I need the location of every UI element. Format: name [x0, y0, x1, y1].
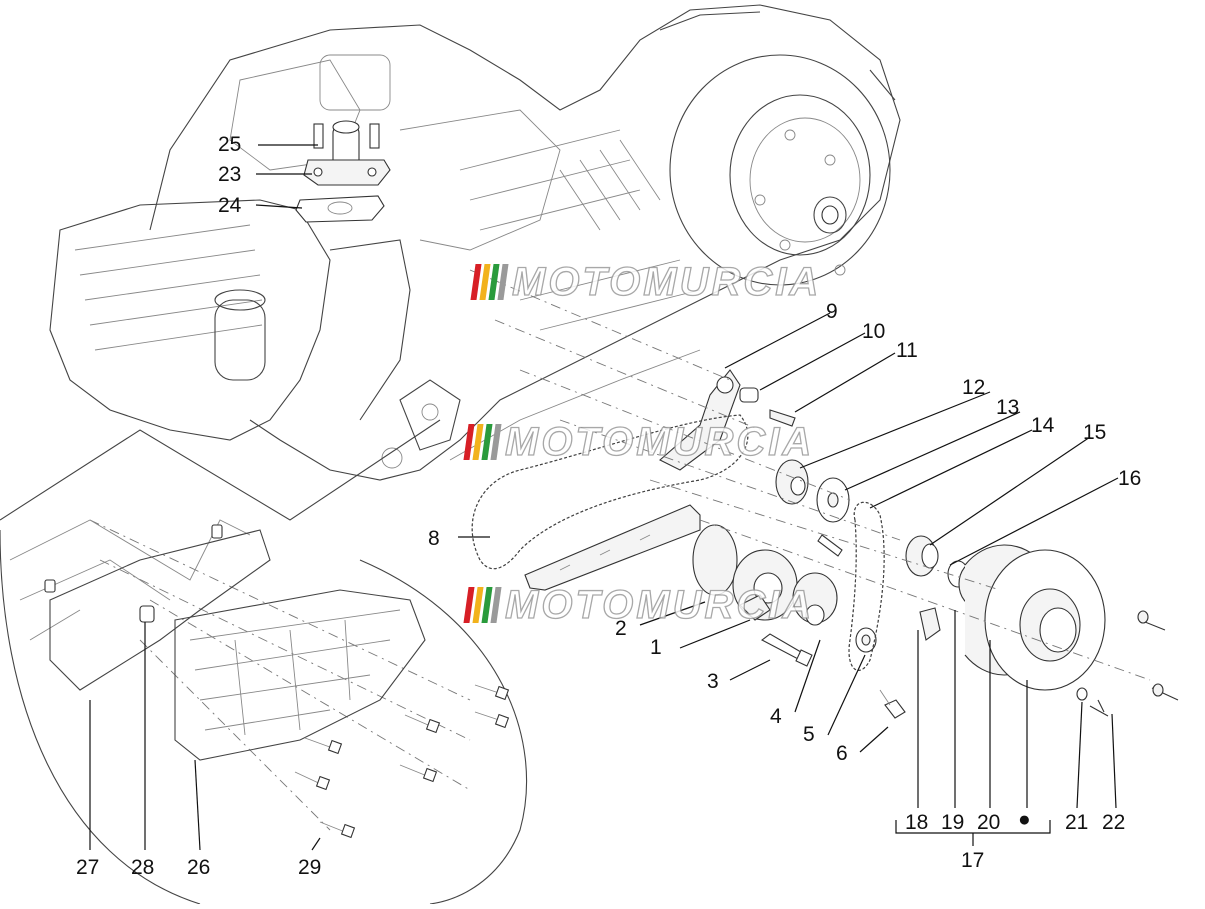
callout-label: 8 — [428, 527, 440, 550]
callout-label: 25 — [218, 133, 242, 156]
callout-label: 19 — [941, 811, 965, 834]
callout-label: 13 — [996, 396, 1020, 419]
watermark-logo: MOTOMURCIA — [463, 419, 815, 464]
sprocket-group — [775, 459, 939, 671]
callout-label: 2 — [615, 617, 627, 640]
callout-label: 12 — [962, 376, 986, 399]
watermark-stripes — [463, 587, 502, 623]
callout-label: 26 — [187, 856, 211, 879]
callout-label: 28 — [131, 856, 155, 879]
callout-label: 3 — [707, 670, 719, 693]
leader-lines — [89, 144, 1119, 851]
watermark-stripes — [463, 424, 502, 460]
callout-label: 29 — [298, 856, 322, 879]
callout-label: 22 — [1102, 811, 1126, 834]
watermark-stripes — [470, 264, 509, 300]
callout-label: 24 — [218, 194, 242, 217]
watermark-text: MOTOMURCIA — [511, 259, 822, 304]
watermark-logo: MOTOMURCIA — [470, 259, 822, 304]
callout-label: 5 — [803, 723, 815, 746]
chain-and-guides — [471, 369, 796, 591]
engine-assembly — [49, 4, 901, 481]
callout-label: 1 — [650, 636, 662, 659]
callout-label: 14 — [1031, 414, 1055, 437]
callout-label: 6 — [836, 742, 848, 765]
callout-label: 11 — [896, 339, 918, 362]
callout-label: 20 — [977, 811, 1001, 834]
callout-label: 21 — [1065, 811, 1089, 834]
watermark-logo: MOTOMURCIA — [463, 582, 815, 627]
kit-marker: ● — [1018, 808, 1031, 831]
callout-label: 16 — [1118, 467, 1142, 490]
detail-magnifier — [0, 419, 527, 905]
oil-pump-group — [692, 524, 906, 719]
chain-tensioner-group — [295, 120, 391, 223]
alignment-lines — [89, 269, 1151, 831]
watermark-text: MOTOMURCIA — [504, 419, 815, 464]
callout-label: 9 — [826, 300, 838, 323]
callout-label: 23 — [218, 163, 242, 186]
callout-label: 17 — [961, 849, 985, 872]
watermark-text: MOTOMURCIA — [504, 582, 815, 627]
callout-label: 10 — [862, 320, 886, 343]
callout-label: 18 — [905, 811, 929, 834]
callout-label: 27 — [76, 856, 100, 879]
callout-label: 4 — [770, 705, 782, 728]
callout-label: 15 — [1083, 421, 1107, 444]
cover-group — [919, 544, 1179, 717]
